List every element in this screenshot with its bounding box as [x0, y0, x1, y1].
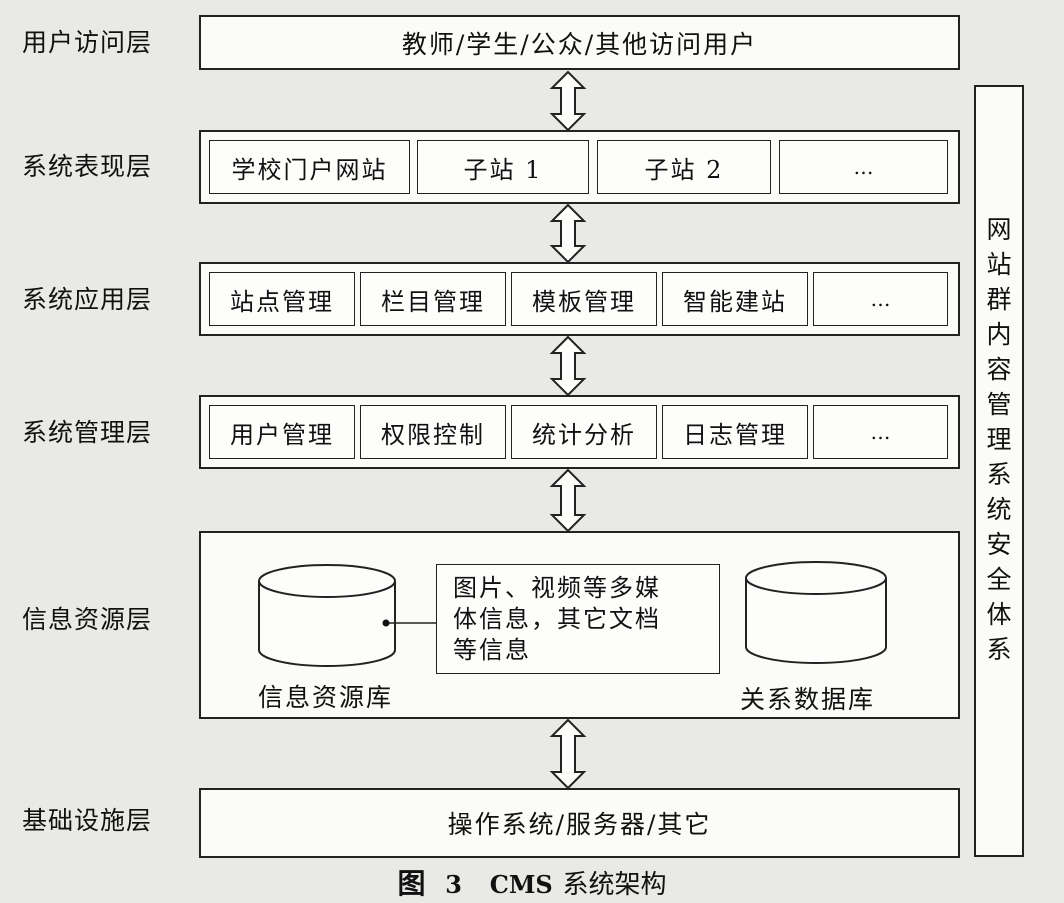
security-system-column: 网 站 群 内 容 管 理 系 统 安 全 体 系 [974, 85, 1024, 857]
application-cell-site-mgmt: 站点管理 [209, 272, 355, 326]
application-cell-column-mgmt: 栏目管理 [360, 272, 506, 326]
infrastructure-box [199, 788, 960, 858]
note-line-3: 等信息 [453, 636, 531, 664]
security-char: 安 [986, 530, 1012, 559]
arrow-management-to-information [549, 468, 587, 533]
presentation-cell-substation-1: 子站 1 [417, 140, 589, 194]
presentation-cell-more: … [779, 140, 948, 194]
security-char: 内 [986, 320, 1012, 349]
security-char: 站 [986, 250, 1012, 279]
db-label-relational: 关系数据库 [740, 685, 876, 714]
security-char: 系 [986, 635, 1012, 664]
caption-abbr: CMS [489, 870, 553, 899]
caption-title: 系统架构 [562, 870, 667, 900]
presentation-cell-portal: 学校门户网站 [209, 140, 410, 194]
application-cell-smart-build: 智能建站 [662, 272, 808, 326]
figure-caption: 图 3 CMS 系统架构 [0, 862, 1064, 902]
caption-number: 3 [445, 870, 462, 899]
arrow-application-to-management [549, 335, 587, 397]
management-cell-permission: 权限控制 [360, 405, 506, 459]
connector-dot [382, 619, 390, 627]
multimedia-note-box: 图片、视频等多媒 体信息，其它文档 等信息 [436, 564, 720, 674]
layer-label-information: 信息资源层 [22, 605, 153, 634]
security-char: 容 [986, 355, 1012, 384]
arrow-user-to-presentation [549, 70, 587, 132]
security-char: 网 [986, 215, 1012, 244]
security-char: 理 [986, 425, 1012, 454]
caption-prefix: 图 [397, 867, 426, 900]
management-cell-statistics: 统计分析 [511, 405, 657, 459]
arrow-presentation-to-application [549, 203, 587, 264]
security-char: 体 [986, 600, 1012, 629]
application-cell-more: … [813, 272, 948, 326]
note-line-1: 图片、视频等多媒 [453, 574, 661, 602]
layer-label-application: 系统应用层 [22, 285, 153, 314]
application-cell-template-mgmt: 模板管理 [511, 272, 657, 326]
security-char: 管 [986, 390, 1012, 419]
layer-label-user-access: 用户访问层 [22, 28, 153, 57]
security-char: 系 [986, 460, 1012, 489]
management-cell-log-mgmt: 日志管理 [662, 405, 808, 459]
security-char: 全 [986, 565, 1012, 594]
database-cylinder-info-resource [258, 581, 396, 667]
layer-label-management: 系统管理层 [22, 418, 153, 447]
user-access-text: 教师/学生/公众/其他访问用户 [401, 29, 758, 59]
layer-label-infrastructure: 基础设施层 [22, 806, 153, 835]
database-cylinder-relational [745, 578, 887, 664]
arrow-information-to-infrastructure [549, 718, 587, 790]
management-cell-more: … [813, 405, 948, 459]
presentation-cell-substation-2: 子站 2 [597, 140, 771, 194]
user-access-box [199, 15, 960, 70]
note-line-2: 体信息，其它文档 [453, 605, 661, 633]
security-char: 统 [986, 495, 1012, 524]
database-top-info-resource [258, 564, 396, 598]
database-top-relational [745, 561, 887, 595]
security-char: 群 [986, 285, 1012, 314]
layer-label-presentation: 系统表现层 [22, 152, 153, 181]
db-label-info-resource: 信息资源库 [258, 683, 394, 712]
management-cell-user-mgmt: 用户管理 [209, 405, 355, 459]
infrastructure-text: 操作系统/服务器/其它 [447, 810, 712, 839]
